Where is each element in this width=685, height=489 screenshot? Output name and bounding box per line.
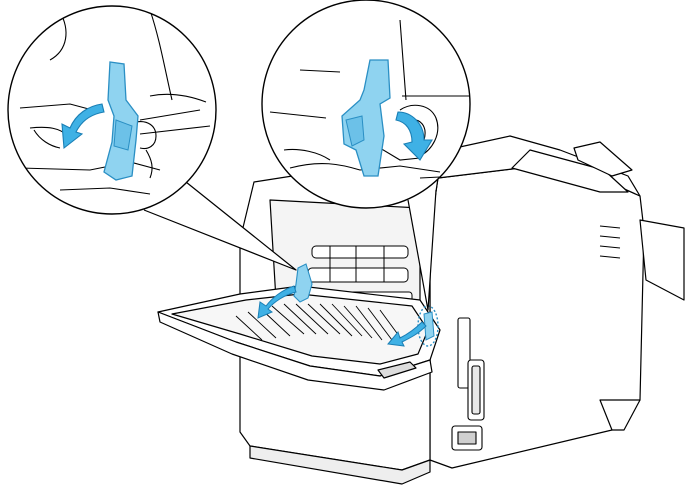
output-tray-top — [511, 149, 629, 193]
right-callout — [261, 0, 471, 209]
side-vents — [599, 225, 621, 259]
lever-on-printer-left — [293, 263, 313, 303]
interface-ports — [451, 317, 485, 451]
lever-icon — [293, 263, 313, 303]
output-tray-flap — [573, 141, 633, 177]
back-cover-inner — [171, 293, 429, 365]
open-back-cover — [157, 285, 441, 391]
curved-down-arrow-icon — [387, 321, 427, 347]
left-callout-pointer — [143, 181, 297, 271]
rear-paper-support — [639, 219, 685, 301]
paper-guide-ribs — [235, 303, 403, 341]
lever-icon — [423, 311, 435, 341]
lever-icon — [341, 59, 391, 177]
curved-down-arrow-icon — [257, 285, 297, 319]
cover-handle — [377, 361, 417, 379]
printer-base — [249, 445, 431, 485]
back-cover-lip — [157, 311, 433, 391]
right-callout-pointer — [407, 189, 437, 311]
curved-down-arrow-icon — [395, 111, 433, 161]
curved-down-arrow-icon — [61, 103, 105, 150]
left-callout — [7, 5, 217, 215]
lever-icon — [103, 61, 139, 181]
printer-foot — [599, 399, 641, 431]
